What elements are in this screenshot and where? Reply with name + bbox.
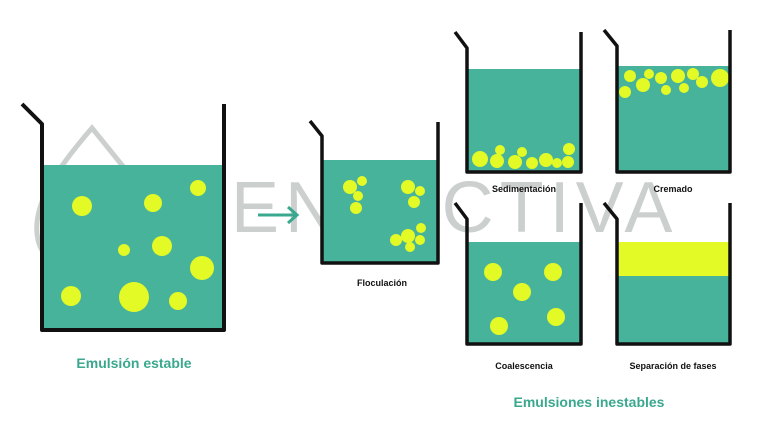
droplet bbox=[415, 186, 425, 196]
droplet bbox=[544, 263, 562, 281]
droplet bbox=[408, 196, 420, 208]
droplets-sediment bbox=[472, 143, 575, 169]
droplet bbox=[562, 156, 574, 168]
droplets bbox=[61, 180, 214, 312]
label-coalescencia: Coalescencia bbox=[495, 361, 554, 371]
liquid bbox=[617, 66, 730, 172]
droplet bbox=[190, 180, 206, 196]
droplet bbox=[547, 308, 565, 326]
droplet bbox=[687, 68, 699, 80]
beaker-outline bbox=[20, 102, 226, 332]
droplet bbox=[661, 85, 671, 95]
droplet bbox=[619, 86, 631, 98]
beaker-outline bbox=[453, 30, 583, 174]
droplet bbox=[490, 317, 508, 335]
droplet bbox=[343, 180, 357, 194]
droplets-coalesced bbox=[484, 263, 565, 335]
beaker-separacion bbox=[602, 201, 732, 346]
beaker-floculacion bbox=[308, 119, 440, 265]
droplet bbox=[495, 145, 505, 155]
droplet bbox=[415, 235, 425, 245]
beaker-outline bbox=[453, 201, 583, 346]
droplet bbox=[72, 196, 92, 216]
droplet bbox=[624, 70, 636, 82]
droplets-cream bbox=[619, 68, 729, 98]
droplet bbox=[416, 223, 426, 233]
droplet bbox=[636, 78, 650, 92]
beaker-stable bbox=[20, 102, 226, 332]
right-arrow-icon bbox=[258, 205, 300, 225]
droplet bbox=[350, 202, 362, 214]
droplet bbox=[539, 153, 553, 167]
droplet bbox=[563, 143, 575, 155]
droplet bbox=[119, 282, 149, 312]
droplet bbox=[490, 154, 504, 168]
droplet bbox=[484, 263, 502, 281]
label-cremado: Cremado bbox=[653, 184, 693, 194]
liquid bbox=[322, 160, 438, 263]
droplet bbox=[517, 147, 527, 157]
droplet bbox=[353, 191, 363, 201]
droplet bbox=[679, 83, 689, 93]
beaker-cremado bbox=[602, 28, 732, 174]
water-layer bbox=[617, 276, 730, 344]
beaker-outline bbox=[308, 119, 440, 265]
droplet bbox=[552, 158, 562, 168]
droplet bbox=[513, 283, 531, 301]
droplet bbox=[711, 69, 729, 87]
beaker-coalescencia bbox=[453, 201, 583, 346]
droplet bbox=[644, 69, 654, 79]
droplet bbox=[671, 69, 685, 83]
droplet bbox=[390, 234, 402, 246]
droplet bbox=[357, 176, 367, 186]
droplet bbox=[508, 155, 522, 169]
beaker-outline bbox=[602, 201, 732, 346]
droplet bbox=[405, 242, 415, 252]
unstable-caption: Emulsiones inestables bbox=[514, 394, 665, 410]
droplet bbox=[472, 151, 488, 167]
droplet bbox=[655, 72, 667, 84]
droplets-flocs bbox=[343, 176, 426, 252]
droplet bbox=[401, 180, 415, 194]
droplet bbox=[61, 286, 81, 306]
droplet bbox=[144, 194, 162, 212]
droplet bbox=[526, 157, 538, 169]
droplet bbox=[169, 292, 187, 310]
beaker-sedimentacion bbox=[453, 30, 583, 174]
droplet bbox=[696, 76, 708, 88]
droplet bbox=[401, 229, 415, 243]
label-floculacion: Floculación bbox=[357, 278, 407, 288]
droplet bbox=[152, 236, 172, 256]
label-separacion: Separación de fases bbox=[629, 361, 716, 371]
beaker-outline bbox=[602, 28, 732, 174]
droplet bbox=[118, 244, 130, 256]
oil-layer bbox=[617, 242, 730, 276]
droplet bbox=[190, 256, 214, 280]
stable-caption: Emulsión estable bbox=[76, 355, 191, 371]
label-sedimentacion: Sedimentación bbox=[492, 184, 556, 194]
